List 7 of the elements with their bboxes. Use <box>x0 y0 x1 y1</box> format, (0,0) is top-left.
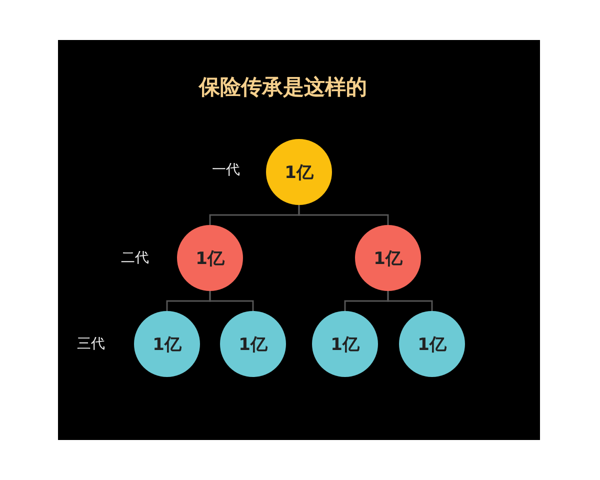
connector-line <box>298 205 389 225</box>
connector-line <box>209 291 254 311</box>
generation-label: 三代 <box>77 335 105 353</box>
title: 保险传承是这样的 <box>199 74 367 101</box>
generation-label: 一代 <box>212 161 240 179</box>
connector-line <box>387 291 433 311</box>
generation-label: 二代 <box>121 249 149 267</box>
